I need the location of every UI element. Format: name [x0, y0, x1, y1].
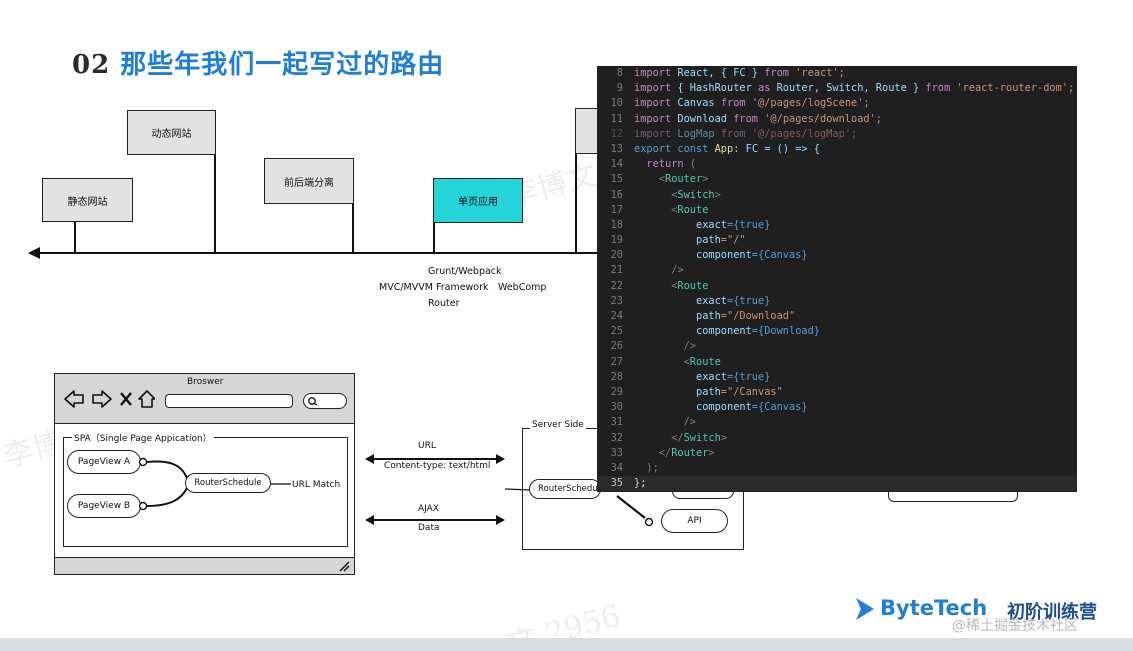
code-line: 29 path="/Canvas"	[610, 385, 783, 398]
ajax-arrow-label: AJAX	[418, 504, 439, 514]
url-arrow-label: URL	[418, 441, 436, 451]
code-line: 22 <Route	[610, 279, 709, 292]
url-arrow	[365, 454, 505, 464]
flag-pole	[74, 200, 76, 254]
code-line: 27 <Route	[610, 355, 721, 368]
timeline-axis	[28, 247, 626, 259]
note-mvc-framework: MVC/MVVM Framework	[379, 282, 489, 293]
flag-frontend-backend-split: 前后端分离	[264, 158, 354, 204]
code-line: 31 />	[610, 416, 696, 429]
url-match-label: URL Match	[292, 480, 341, 490]
browser-statusbar	[55, 557, 354, 574]
bytetech-logo-icon	[852, 596, 878, 622]
server-side-label: Server Side	[530, 420, 586, 430]
code-line: 25 component={Download}	[610, 325, 820, 338]
code-line: 28 exact={true}	[610, 370, 771, 383]
hidden-box-edge	[888, 488, 1018, 502]
router-schedule: RouterSchedule	[185, 473, 271, 493]
code-line: 33 </Router>	[610, 446, 715, 459]
page-view-b: PageView B	[67, 494, 141, 518]
slide-number: 02	[72, 50, 111, 80]
content-type-label: Content-type: text/html	[384, 461, 491, 471]
page-view-a: PageView A	[67, 450, 141, 474]
code-line: 15 <Router>	[610, 173, 709, 186]
api-connector	[616, 495, 654, 527]
search-icon	[308, 397, 318, 406]
flag-pole	[575, 108, 577, 254]
code-line: 16 <Switch>	[610, 188, 721, 201]
code-line: 26 />	[610, 340, 696, 353]
code-line: 14 return (	[610, 158, 697, 171]
note-grunt-webpack: Grunt/Webpack	[428, 266, 502, 277]
browser-diagram: Broswer SPA（Single Page Appication） Page…	[54, 373, 355, 575]
code-line: 23 exact={true}	[610, 294, 771, 307]
server-router-schedule: RouterSchedu	[529, 479, 601, 499]
note-webcomp: WebComp	[498, 282, 547, 293]
spa-container: SPA（Single Page Appication）	[63, 431, 348, 547]
api-node: API	[661, 509, 728, 533]
flag-pole	[214, 110, 216, 254]
code-line: 21 />	[610, 264, 684, 277]
code-line: 18 exact={true}	[610, 218, 771, 231]
resize-handle-icon	[339, 561, 350, 572]
brand-name: ByteTech	[880, 596, 988, 620]
address-bar	[165, 394, 293, 408]
slide-title: 02 那些年我们一起写过的路由	[72, 44, 444, 81]
code-line: 24 path="/Download"	[610, 310, 796, 322]
browser-toolbar: Broswer	[55, 374, 354, 424]
home-icon	[138, 390, 155, 408]
slide-heading: 那些年我们一起写过的路由	[120, 50, 445, 80]
flag-dynamic-site: 动态网站	[127, 110, 216, 155]
code-line: 30 component={Canvas}	[610, 401, 808, 414]
code-line: 35};	[597, 476, 1077, 492]
code-line: 32 </Switch>	[610, 431, 728, 444]
code-line: 20 component={Canvas}	[610, 249, 808, 262]
note-router: Router	[428, 298, 460, 309]
server-node-hidden	[672, 486, 734, 499]
bottom-strip	[0, 638, 1133, 651]
code-line: 34 );	[610, 461, 659, 474]
forward-arrow-icon	[92, 390, 112, 408]
brand-credit: @稀土掘金技术社区	[952, 618, 1078, 634]
flag-pole	[352, 158, 354, 254]
spa-label: SPA（Single Page Appication）	[72, 431, 214, 444]
back-arrow-icon	[64, 390, 84, 408]
flag-static-site: 静态网站	[42, 178, 133, 222]
code-line: 19 path="/"	[610, 234, 746, 247]
browser-connectors	[139, 457, 291, 511]
ajax-arrow	[365, 515, 505, 525]
browser-nav-icons	[64, 390, 155, 408]
brand-sub: 初阶训练营	[1007, 602, 1097, 623]
data-arrow-label: Data	[418, 523, 440, 533]
search-box	[303, 393, 347, 409]
code-line: 17 <Route	[610, 203, 709, 216]
flag-single-page-app: 单页应用	[433, 178, 523, 223]
browser-title: Broswer	[187, 377, 224, 387]
